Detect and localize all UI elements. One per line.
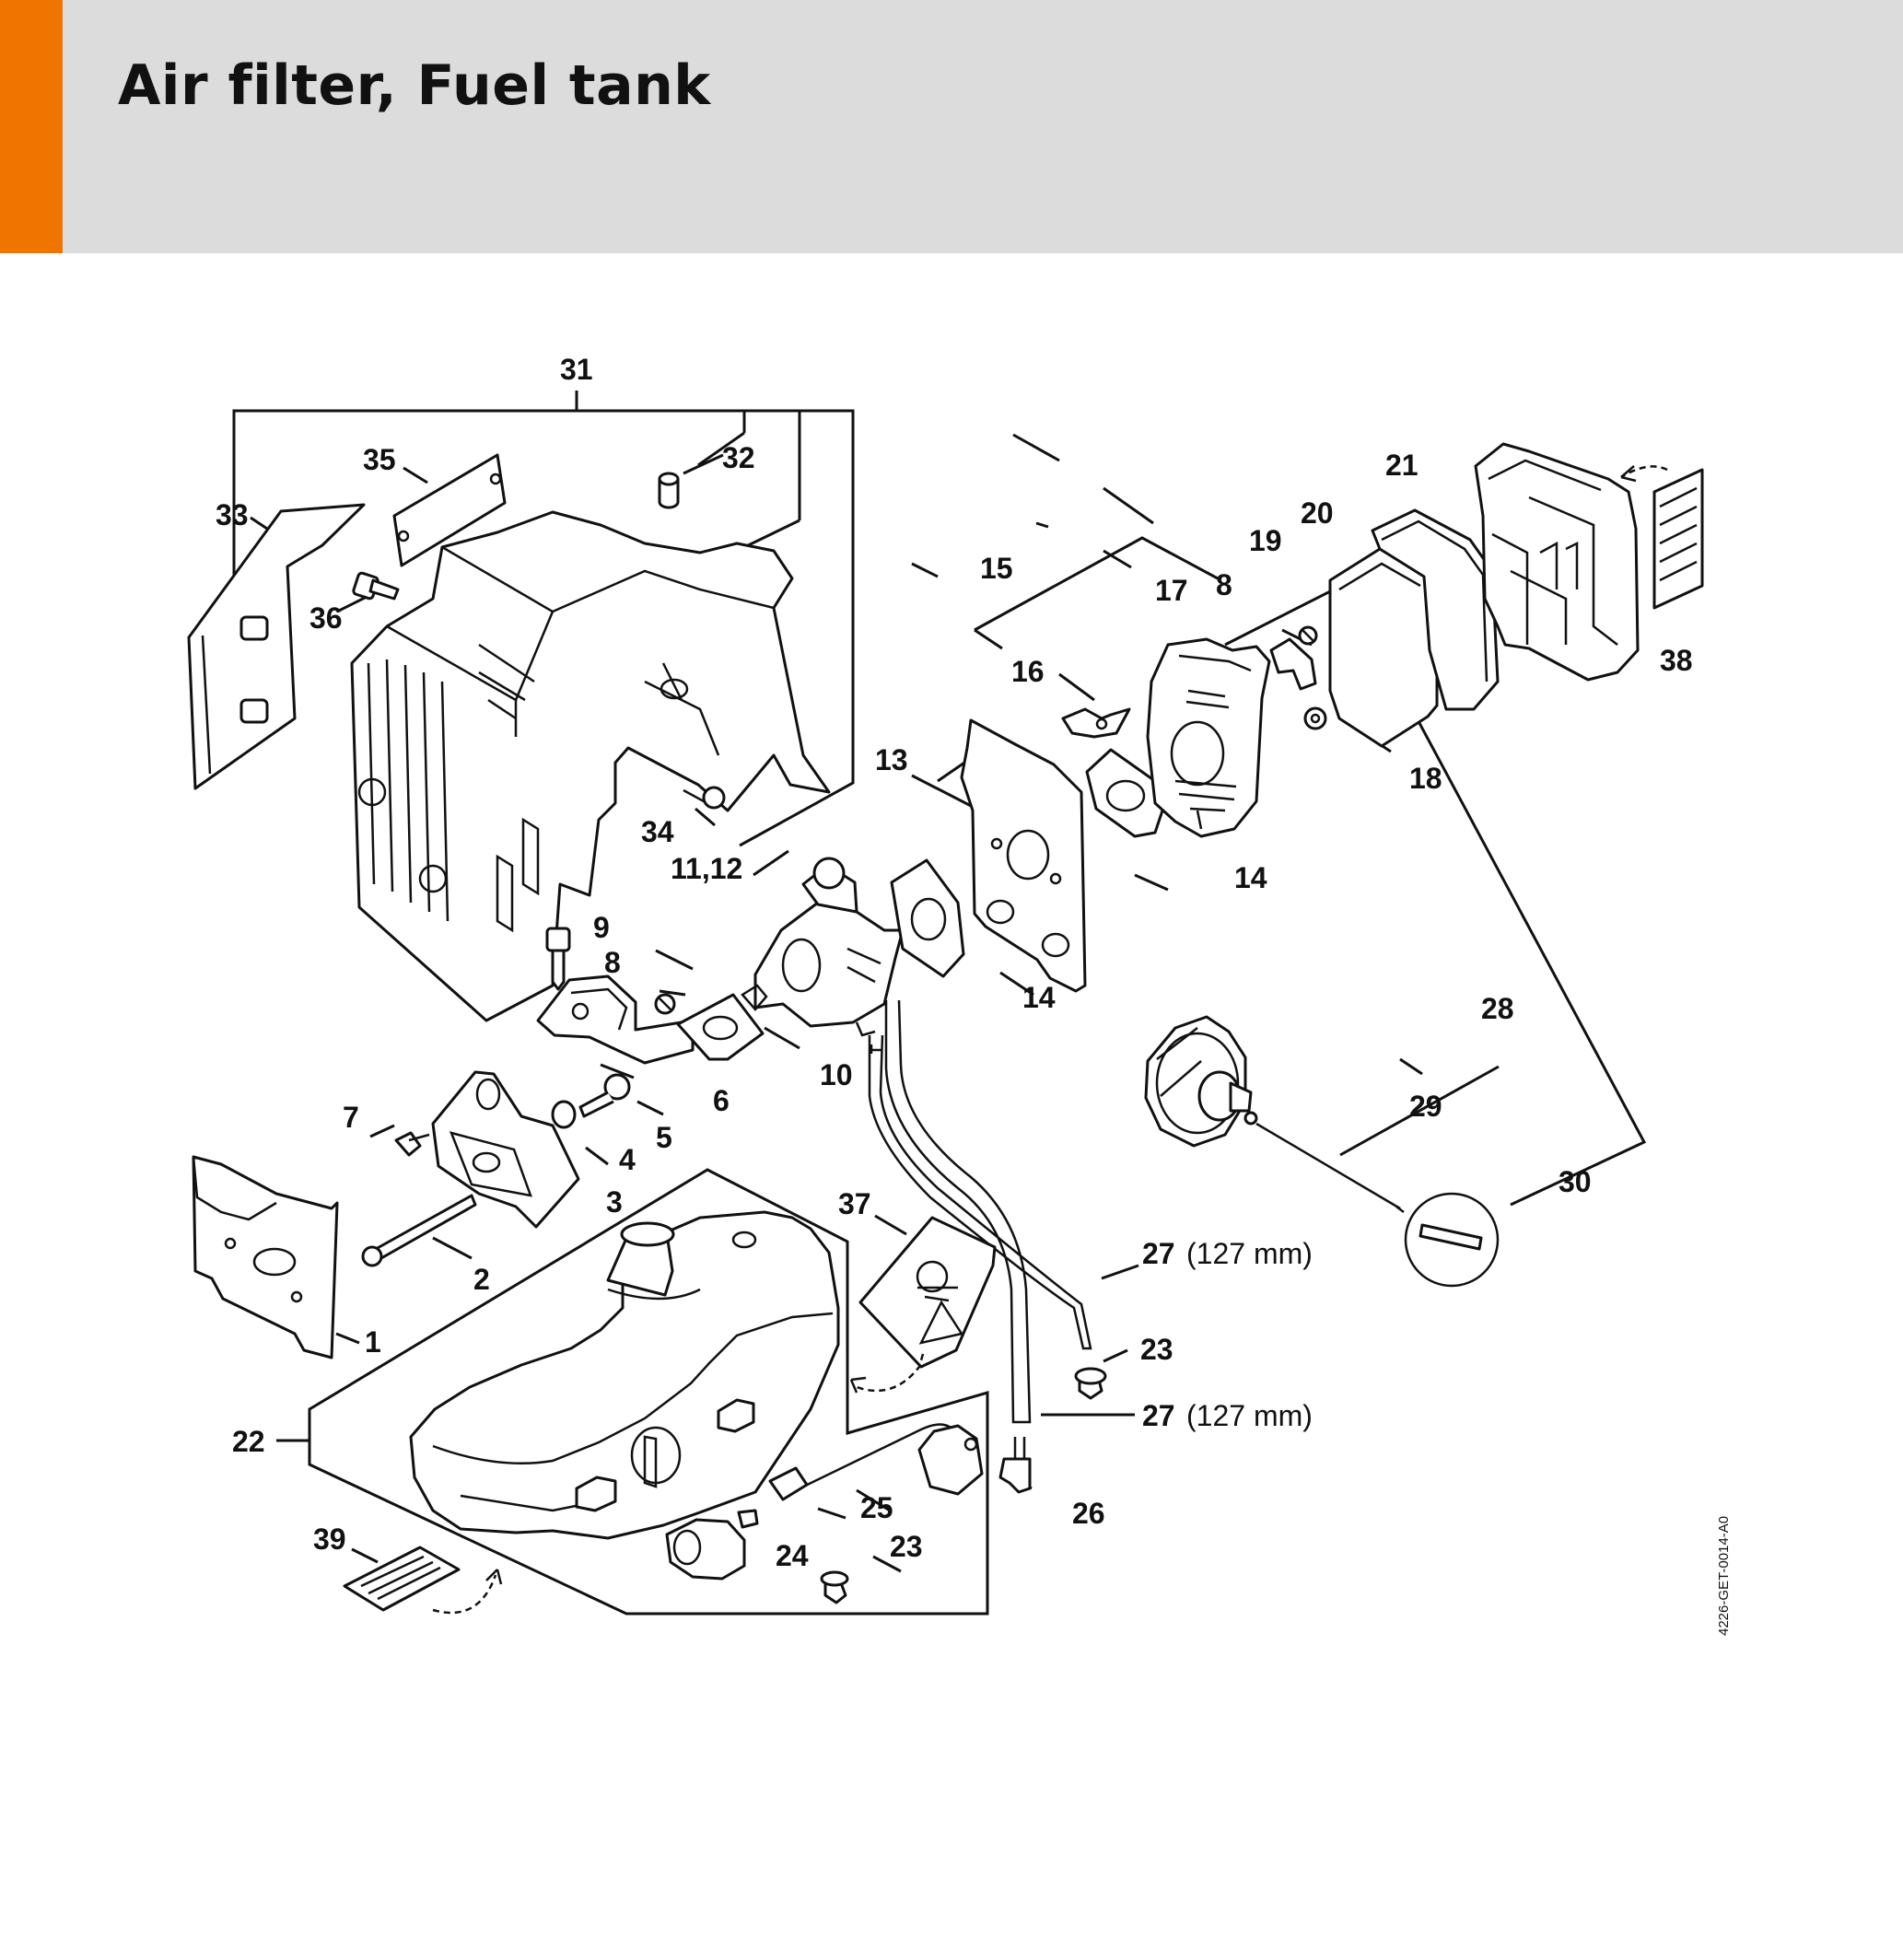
callout-28: 28 [1481, 992, 1514, 1025]
header-accent-bar [0, 0, 63, 253]
callout-29: 29 [1409, 1090, 1442, 1123]
part-8-washer-upper [1298, 625, 1318, 646]
part-30-ring [1404, 1192, 1500, 1288]
part-35-plate [392, 453, 507, 567]
part-18-nut [1303, 706, 1327, 730]
callout-30: 30 [1559, 1165, 1592, 1198]
arrow-37-to-tank [856, 1353, 925, 1393]
callout-6: 6 [713, 1084, 730, 1117]
callout-35: 35 [363, 443, 396, 476]
drawing-code: 4226-GET-0014-A0 [1716, 1516, 1732, 1636]
callout-36: 36 [309, 601, 343, 635]
part-20-filter [1371, 508, 1500, 711]
callout-37: 37 [838, 1187, 871, 1220]
callout-17: 17 [1155, 574, 1188, 607]
part-8-washer-lower [654, 993, 676, 1015]
part-10-gasket [676, 993, 765, 1061]
part-11-12-carburetor [741, 857, 905, 1037]
callout-18: 18 [1409, 762, 1442, 795]
part-13-gasket-plate [960, 718, 1087, 993]
callout-14-upper: 14 [1234, 861, 1267, 894]
callout-25: 25 [860, 1491, 893, 1524]
part-14-gasket-lower [890, 858, 965, 978]
part-19-filter [1328, 547, 1439, 748]
part-6-choke [536, 974, 695, 1065]
callout-26: 26 [1072, 1497, 1105, 1530]
callout-5: 5 [656, 1121, 672, 1154]
part-34-screw [683, 786, 726, 810]
callout-14-lower: 14 [1022, 981, 1056, 1014]
part-24-valve [665, 1509, 759, 1581]
arrow-38-to-21 [1620, 465, 1668, 479]
callout-27-upper-note: (127 mm) [1186, 1237, 1313, 1270]
part-5-screw [578, 1073, 631, 1118]
callout-24: 24 [776, 1539, 809, 1572]
arrow-head-37 [849, 1376, 867, 1394]
callout-23-lower: 23 [890, 1530, 923, 1563]
part-16-lever [1061, 707, 1131, 739]
part-2-long-screw [361, 1194, 477, 1267]
callout-31: 31 [560, 353, 593, 386]
callout-3: 3 [606, 1185, 623, 1219]
part-3-manifold [431, 1070, 580, 1229]
callout-9: 9 [593, 911, 610, 944]
part-23-plug-upper [1074, 1367, 1107, 1400]
callout-19: 19 [1249, 524, 1282, 557]
part-31-shroud [350, 510, 831, 1022]
part-33-cover [187, 503, 366, 790]
callout-15: 15 [980, 552, 1013, 585]
part-23-plug-lower [820, 1570, 849, 1604]
part-7-screw [394, 1131, 430, 1157]
callout-1: 1 [365, 1325, 381, 1359]
callout-10: 10 [820, 1058, 853, 1091]
part-27-fuel-lines [868, 999, 1092, 1424]
callout-16: 16 [1011, 655, 1045, 688]
callout-38: 38 [1660, 644, 1693, 677]
callout-13: 13 [875, 743, 908, 776]
part-28-tank-cap [1144, 1015, 1253, 1148]
arrow-39-to-tank [432, 1574, 497, 1615]
callout-23-upper: 23 [1140, 1333, 1173, 1366]
page-header [0, 0, 1903, 253]
part-32-sleeve [658, 472, 680, 509]
callout-21: 21 [1385, 449, 1418, 482]
callout-22: 22 [232, 1425, 265, 1458]
callout-8-upper: 8 [1216, 568, 1232, 601]
part-21-filter-cover [1474, 442, 1640, 682]
part-17-clip [1269, 637, 1317, 691]
leader-lines [250, 433, 1423, 1573]
callout-39: 39 [313, 1522, 346, 1556]
callout-20: 20 [1301, 496, 1334, 530]
part-15-filter-base [1146, 637, 1271, 838]
part-26-fitting [998, 1437, 1032, 1494]
part-37-warning-label [858, 1216, 997, 1369]
callout-8-lower: 8 [604, 946, 621, 979]
arrow-head-39 [485, 1569, 503, 1585]
callout-33: 33 [216, 498, 249, 531]
callout-7: 7 [343, 1101, 359, 1134]
part-14-gasket-upper [1085, 748, 1164, 838]
callout-labels: 1 2 3 4 5 6 7 8 8 9 10 11,12 13 14 14 15… [216, 353, 1693, 1572]
part-39-label [343, 1546, 461, 1612]
part-29-retainer [1243, 1111, 1405, 1213]
part-1-gasket [192, 1155, 339, 1359]
callout-2: 2 [473, 1263, 490, 1296]
part-4-washer [551, 1100, 577, 1129]
part-36-screw [352, 571, 400, 601]
part-22-fuel-tank [409, 1210, 840, 1540]
callout-27-lower: 27 [1142, 1399, 1175, 1432]
callout-27-upper: 27 [1142, 1237, 1175, 1270]
callout-34: 34 [641, 815, 674, 848]
part-38-label [1652, 468, 1704, 610]
callout-4: 4 [619, 1143, 636, 1176]
arrow-head-38 [1620, 465, 1637, 483]
callout-27-lower-note: (127 mm) [1186, 1399, 1313, 1432]
part-25-pickup-hose [768, 1423, 984, 1501]
callout-11-12: 11,12 [671, 852, 742, 885]
callout-32: 32 [722, 441, 755, 474]
part-9-screw [545, 927, 571, 991]
page-title: Air filter, Fuel tank [118, 53, 711, 118]
